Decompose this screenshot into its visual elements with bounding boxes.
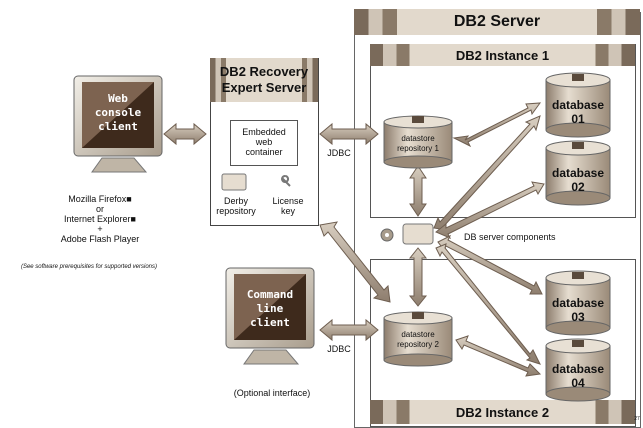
arrow-components-to-db02-icon <box>435 181 545 239</box>
browser-requirements: Mozilla Firefox■ or Internet Explorer■ +… <box>60 194 140 244</box>
datastore-2-cylinder-icon <box>383 311 453 367</box>
db2-server-header: DB2 Server <box>354 9 640 35</box>
arrow-web-to-server-icon <box>163 122 207 146</box>
arrow-server-to-ds1-icon <box>319 122 379 146</box>
embedded-line2: web <box>255 137 273 147</box>
instance1-header: DB2 Instance 1 <box>370 44 635 66</box>
arrow-server-to-ds2-icon <box>319 221 391 303</box>
optional-interface-label: (Optional interface) <box>233 388 311 398</box>
database-04-cylinder-icon <box>545 338 611 402</box>
instance2-header: DB2 Instance 2 <box>370 400 635 424</box>
derby-repository-icon <box>221 173 247 191</box>
arrow-components-to-db04-icon <box>435 243 541 365</box>
embedded-container-box: Embedded web container <box>230 120 298 166</box>
corner-mark: 27 <box>634 416 640 422</box>
arrow-cmd-to-ds2-icon <box>319 318 379 342</box>
database-03-cylinder-icon <box>545 270 611 336</box>
database-02-cylinder-icon <box>545 140 611 206</box>
database-01-cylinder-icon <box>545 72 611 138</box>
recovery-server-title-line1: DB2 Recovery <box>219 64 309 79</box>
instance2-title: DB2 Instance 2 <box>455 404 550 420</box>
arrow-components-to-ds2-icon <box>408 247 428 307</box>
recovery-server-header: DB2 Recovery Expert Server <box>210 58 318 102</box>
command-line-monitor-icon <box>225 267 315 365</box>
db-server-components-icon <box>380 223 434 245</box>
arrow-ds1-to-db01-icon <box>452 102 542 148</box>
embedded-line3: container <box>245 147 283 157</box>
db2-server-title: DB2 Server <box>453 13 541 30</box>
embedded-line1: Embedded <box>242 127 286 137</box>
db-server-components-label: DB server components <box>464 232 556 242</box>
arrow-ds1-to-components-icon <box>409 165 427 217</box>
datastore-1-cylinder-icon <box>383 115 453 169</box>
license-key-icon <box>281 175 291 187</box>
prereq-note: (See software prerequisites for supporte… <box>20 264 158 270</box>
jdbc-label-2: JDBC <box>327 344 351 354</box>
jdbc-label-1: JDBC <box>327 148 351 158</box>
web-console-monitor-icon <box>73 75 163 173</box>
recovery-server-title-line2: Expert Server <box>221 80 307 95</box>
arrow-ds2-to-db04-icon <box>455 335 542 377</box>
instance1-title: DB2 Instance 1 <box>455 47 550 63</box>
